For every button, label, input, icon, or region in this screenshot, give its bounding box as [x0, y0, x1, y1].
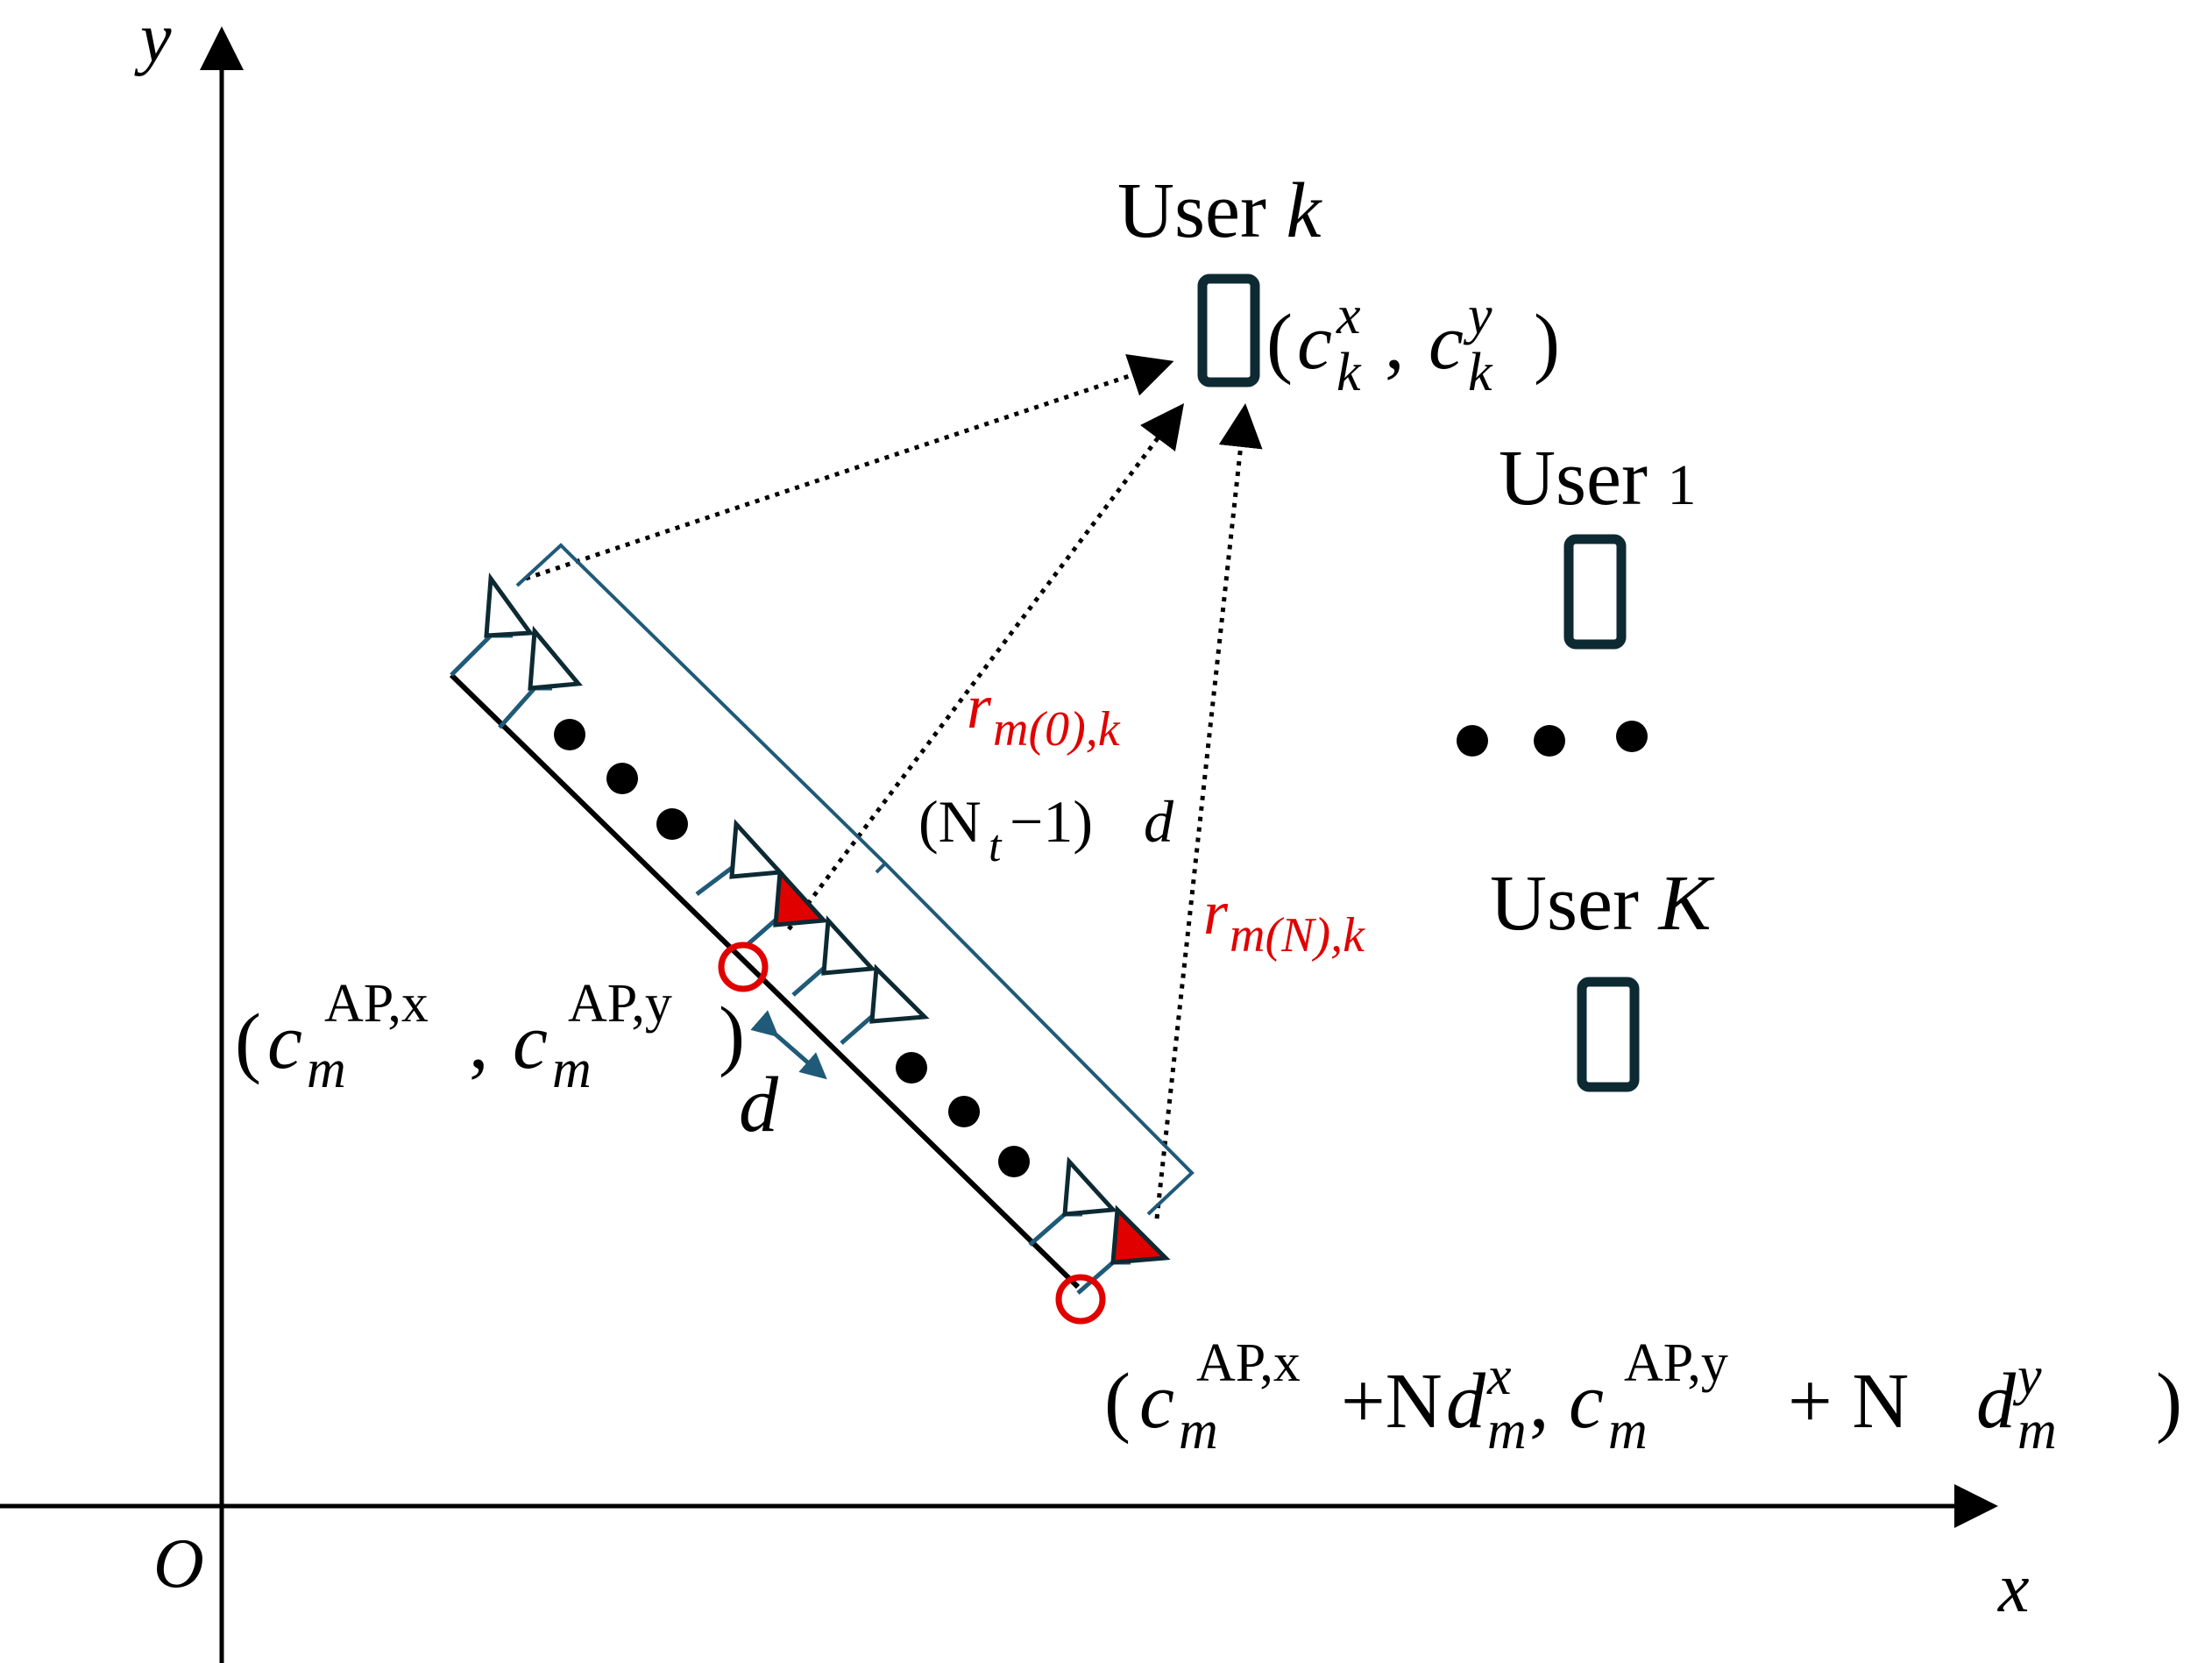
x-axis-label: x	[1997, 1550, 2030, 1627]
user-K-device	[1577, 977, 1640, 1092]
ap-end-coordinate: ( c AP,x m +N d x m , c AP,y m + N d y m…	[1104, 1311, 2182, 1466]
aperture-label: (N t −1) d	[918, 788, 1174, 874]
ap-start-coordinate: ( c AP,x m , c AP,y m )	[235, 952, 745, 1105]
array-ellipsis-dots	[554, 719, 1030, 1177]
antenna-array	[449, 543, 1195, 1325]
rN-label: r m(N),k	[1203, 878, 1365, 963]
user-k-label: User k	[1117, 167, 1322, 254]
user-1-label: User 1	[1499, 435, 1696, 522]
user-1-device	[1563, 534, 1627, 650]
users: User k User 1 User K ( c x k , c y k )	[1117, 167, 1714, 1092]
axes: y x O	[0, 0, 2030, 1663]
ray-first-element	[525, 354, 1174, 581]
ap-start-marker	[718, 942, 769, 992]
spacing-label: d	[739, 1062, 779, 1148]
r0-label: r m(0),k	[967, 672, 1121, 757]
user-ellipsis-dots	[1457, 721, 1648, 757]
y-axis-label: y	[134, 0, 172, 77]
antenna-element-2	[695, 819, 930, 1045]
array-baseline	[449, 672, 1081, 1290]
antenna-element-1	[450, 572, 583, 729]
ray-reference-element	[787, 403, 1185, 931]
origin-label: O	[153, 1525, 204, 1603]
user-K-label: User K	[1490, 860, 1714, 947]
distance-rays	[525, 354, 1263, 1219]
ray-last-element	[1154, 403, 1263, 1219]
aperture-brace	[515, 543, 1195, 1216]
user-k-coordinate: ( c x k , c y k )	[1266, 264, 1560, 408]
user-k-device	[1197, 274, 1260, 387]
spacing-arrow	[750, 1010, 827, 1080]
antenna-element-last	[1028, 1156, 1171, 1295]
ap-end-marker	[1055, 1274, 1106, 1325]
